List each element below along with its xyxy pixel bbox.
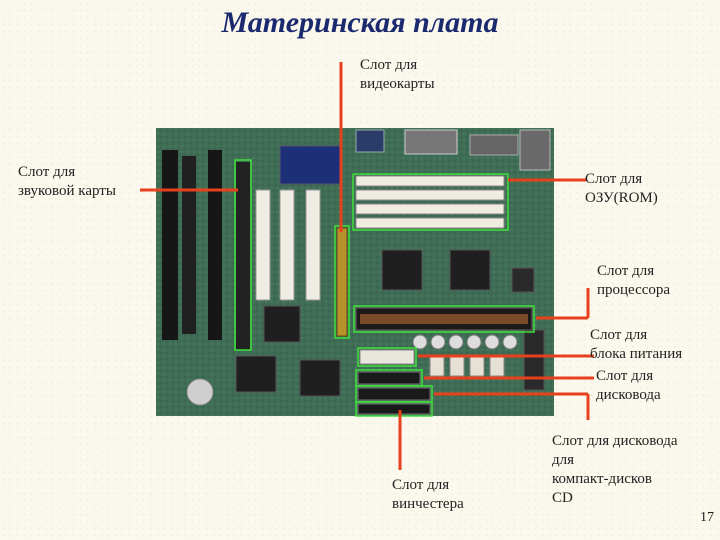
sound-slot-highlight bbox=[234, 159, 252, 351]
pointer-lines bbox=[140, 62, 594, 470]
label-ram-slot: Слот для ОЗУ(ROM) bbox=[585, 171, 658, 206]
label-power-slot: Слот для блока питания bbox=[590, 327, 683, 362]
ram-slot-highlight bbox=[352, 173, 509, 231]
highlight-frames bbox=[234, 159, 535, 417]
label-floppy-slot: Слот для дисковода bbox=[596, 368, 661, 403]
page-title: Материнская плата bbox=[221, 6, 499, 39]
cpu-slot-highlight bbox=[353, 305, 535, 333]
hdd-slot-highlight bbox=[355, 401, 433, 417]
motherboard-photo bbox=[156, 128, 554, 416]
label-hdd-slot: Слот для винчестера bbox=[392, 477, 464, 512]
label-sound-slot: Слот для звуковой карты bbox=[18, 164, 116, 199]
label-video-slot: Слот для видеокарты bbox=[360, 57, 435, 92]
label-cpu-slot: Слот для процессора bbox=[597, 263, 671, 298]
power-slot-highlight bbox=[357, 347, 417, 367]
page-number: 17 bbox=[700, 510, 714, 525]
label-cdrom-slot: Слот для дисковода для компакт-дисков CD bbox=[552, 433, 678, 506]
